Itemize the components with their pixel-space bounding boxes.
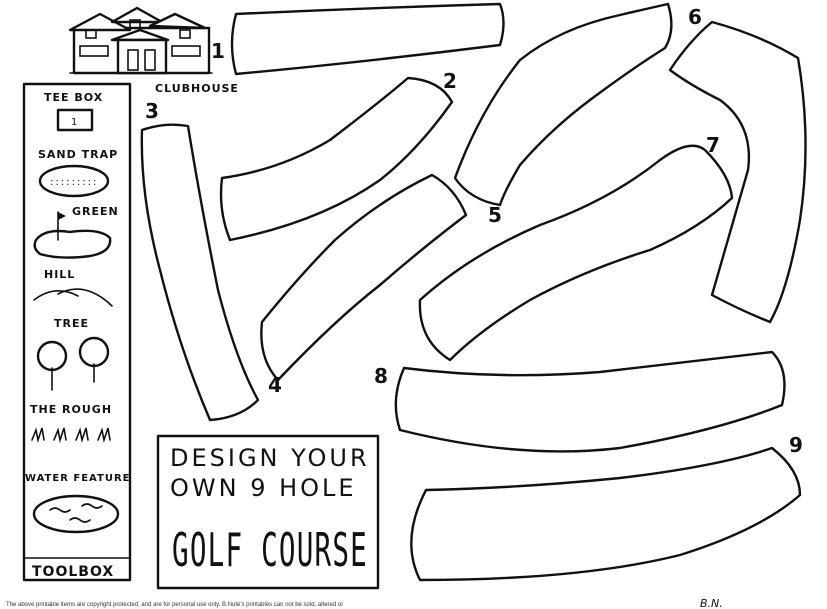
hole-2-fairway[interactable]	[219, 76, 454, 242]
tee-box-marker: 1	[71, 117, 77, 128]
hole-6-number: 6	[688, 5, 702, 29]
svg-text::::::::::: :::::::::	[50, 177, 98, 188]
tool-label-the-rough: THE ROUGH	[30, 403, 112, 416]
title-line-3: GOLF COURSE	[172, 523, 368, 577]
toolbox-title: TOOLBOX	[32, 564, 114, 580]
title-line-2: OWN 9 HOLE	[170, 474, 357, 502]
hole-7-number: 7	[706, 133, 720, 157]
hole-6-fairway[interactable]	[668, 20, 807, 324]
hill-icon[interactable]	[33, 288, 113, 307]
tool-label-tee-box: TEE BOX	[44, 91, 103, 104]
sand-trap-icon[interactable]: :::::::::	[38, 164, 110, 198]
tool-label-hill: HILL	[44, 268, 75, 281]
hole-5-fairway[interactable]	[453, 2, 673, 207]
hole-1-number: 1	[211, 39, 225, 63]
signature: B.N.	[700, 597, 723, 609]
hole-3-number: 3	[145, 99, 159, 123]
hole-1-fairway[interactable]	[230, 2, 505, 76]
title-box	[156, 434, 380, 590]
hole-2-number: 2	[443, 69, 457, 93]
tee-box-icon[interactable]	[56, 108, 94, 132]
hole-9-fairway[interactable]	[410, 446, 802, 582]
hole-8-fairway[interactable]	[394, 350, 786, 453]
tool-label-water-feature: WATER FEATURE	[25, 473, 130, 484]
hole-7-fairway[interactable]	[418, 144, 734, 362]
water-feature-icon[interactable]	[32, 494, 120, 534]
tree-icon[interactable]	[36, 336, 110, 391]
clubhouse-label: CLUBHOUSE	[155, 82, 239, 95]
clubhouse-icon	[68, 6, 213, 75]
tool-label-tree: TREE	[54, 317, 89, 330]
hole-4-fairway[interactable]	[260, 173, 468, 382]
tool-label-green: GREEN	[72, 205, 119, 218]
hole-9-number: 9	[789, 433, 803, 457]
hole-8-number: 8	[374, 364, 388, 388]
hole-3-fairway[interactable]	[140, 123, 260, 422]
copyright-notice: The above printable items are copyright …	[6, 602, 343, 608]
hole-5-number: 5	[488, 203, 502, 227]
hole-4-number: 4	[268, 373, 282, 397]
tool-label-sand-trap: SAND TRAP	[38, 148, 118, 161]
green-flag-icon[interactable]	[33, 211, 112, 259]
title-line-1: DESIGN YOUR	[170, 444, 370, 472]
rough-grass-icon[interactable]	[31, 427, 111, 444]
